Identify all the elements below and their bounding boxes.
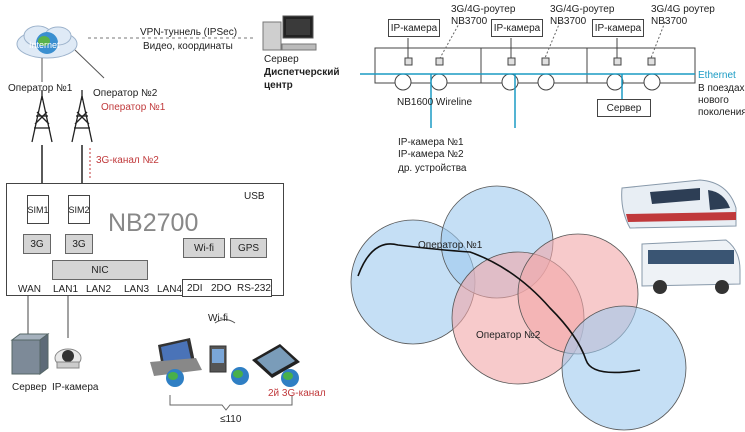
car2-router: 3G/4G-роутер (550, 4, 615, 15)
modem-3g-2: 3G (65, 234, 93, 254)
sim2-slot: SIM2 (68, 195, 90, 224)
train-icon (621, 179, 737, 229)
car1-router-model: NB3700 (451, 16, 488, 27)
other-devices-label: др. устройства (398, 163, 467, 174)
coverage-map (350, 185, 687, 431)
device-model: NB2700 (108, 209, 199, 237)
server-center-label-3: центр (264, 80, 293, 91)
gps-module: GPS (230, 238, 267, 258)
wireline-label: NB1600 Wireline (397, 97, 473, 108)
nic-module: NIC (52, 260, 148, 280)
bus-icon (641, 239, 741, 294)
car3-router-model: NB3700 (651, 16, 688, 27)
device-count-label: ≤110 (220, 414, 242, 425)
internet-label: Internet (29, 40, 60, 50)
pda-icon (209, 345, 249, 385)
map-operator2-label: Оператор №2 (476, 330, 541, 341)
port-lan3: LAN3 (124, 284, 150, 295)
server-icon (10, 333, 50, 375)
camera2-label: IP-камера №2 (398, 149, 464, 160)
modem-3g-1: 3G (23, 234, 51, 254)
vpn-tunnel-label: VPN-туннель (IPSec) (140, 27, 238, 38)
io-2do: 2DO (211, 283, 232, 294)
sim1-slot: SIM1 (27, 195, 49, 224)
computer-icon (262, 15, 317, 51)
sim1-label: SIM1 (27, 204, 49, 215)
internet-cloud-icon (16, 25, 78, 59)
usb-label: USB (244, 191, 265, 202)
port-lan4: LAN4 (157, 284, 183, 295)
port-lan1: LAN1 (53, 284, 79, 295)
car1-camera: IP-камера (388, 19, 440, 37)
channel-3g-second-label: 2й 3G-канал (268, 388, 326, 399)
server-center-label-1: Сервер (264, 54, 299, 65)
ip-camera-icon (54, 348, 82, 369)
operator2-label: Оператор №2 (93, 88, 158, 99)
sim2-label: SIM2 (68, 204, 90, 215)
camera1-label: IP-камера №1 (398, 137, 464, 148)
ip-camera-label: IP-камера (52, 382, 99, 393)
io-2di: 2DI (187, 283, 203, 294)
new-trains-line-3: поколения (698, 107, 745, 118)
ethernet-label: Ethernet (698, 70, 736, 81)
car3-router: 3G/4G роутер (651, 4, 715, 15)
car1-router: 3G/4G-роутер (451, 4, 516, 15)
io-rs232: RS-232 (237, 283, 271, 294)
car2-router-model: NB3700 (550, 16, 587, 27)
port-lan2: LAN2 (86, 284, 112, 295)
new-trains-line-2: нового (698, 95, 729, 106)
server-label: Сервер (12, 382, 47, 393)
car3-camera: IP-камера (592, 19, 644, 37)
wifi-module: Wi-fi (183, 238, 225, 258)
map-operator1-label: Оператор №1 (418, 240, 483, 251)
operator1-label: Оператор №1 (8, 83, 73, 94)
train-server: Сервер (597, 99, 651, 117)
route-path (357, 243, 641, 374)
port-wan: WAN (18, 284, 41, 295)
server-center-label-2: Диспетчерский (264, 67, 340, 78)
cell-tower-icon (71, 90, 93, 143)
io-block (182, 279, 272, 297)
car2-camera: IP-камера (491, 19, 543, 37)
tablet-icon (252, 344, 300, 387)
laptop-icon (150, 338, 202, 387)
channel-3g2-label: 3G-канал №2 (96, 155, 159, 166)
operator1-red-label: Оператор №1 (101, 102, 166, 113)
cell-tower-icon (31, 90, 53, 143)
vpn-data-label: Видео, координаты (143, 41, 233, 52)
wifi-label: Wi-fi (208, 313, 228, 324)
new-trains-line-1: В поездах (698, 83, 745, 94)
cloud-line-2 (74, 49, 105, 79)
